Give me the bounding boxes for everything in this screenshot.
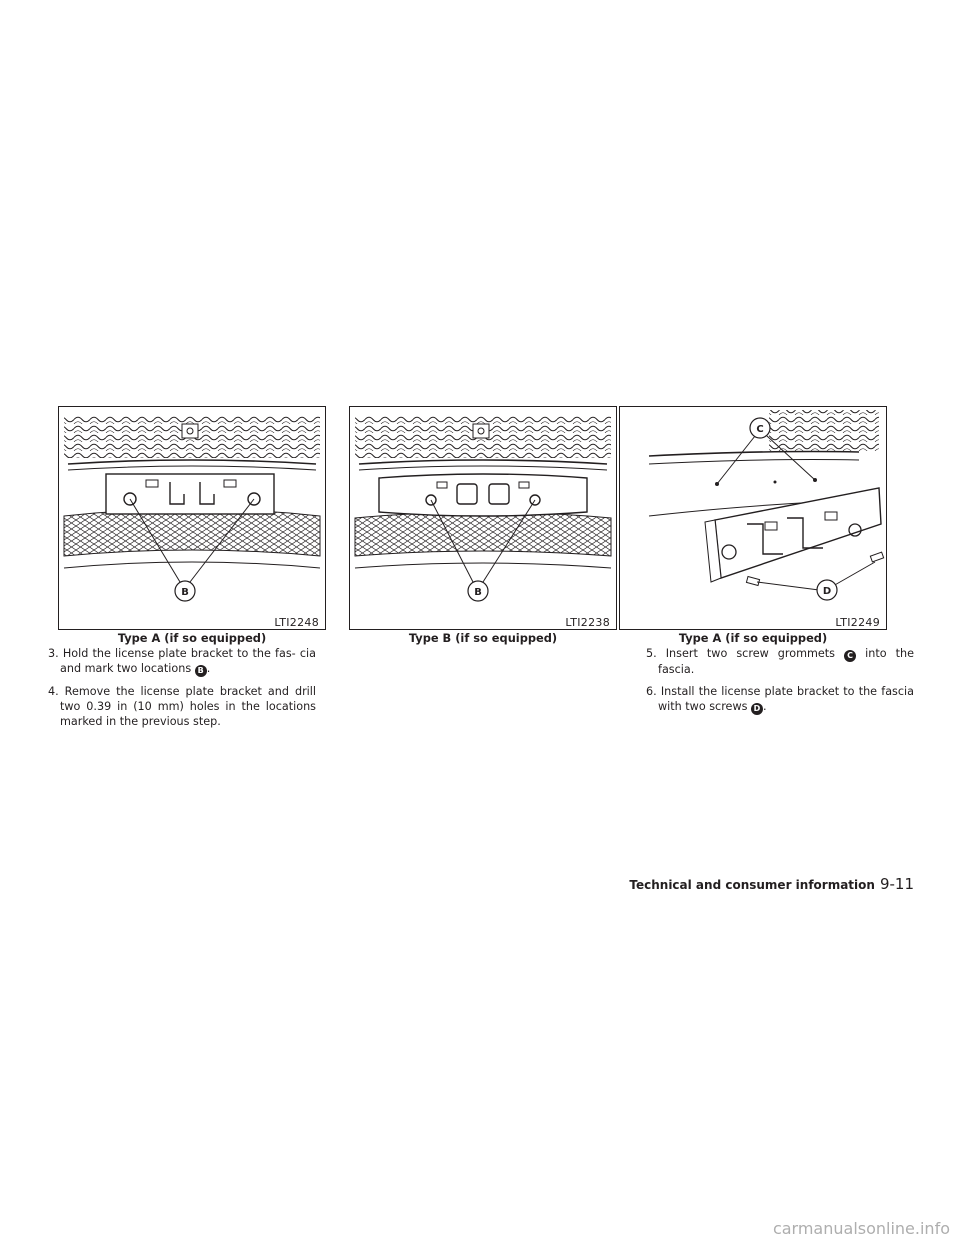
figure-caption: Type A (if so equipped) bbox=[117, 631, 267, 645]
page-footer: Technical and consumer information 9-11 bbox=[629, 876, 914, 893]
callout-c-badge: C bbox=[844, 650, 857, 662]
figure-type-a-1: B LTI2248 bbox=[58, 406, 326, 630]
illustration-type-b-bracket: B bbox=[349, 406, 617, 630]
figure-code: LTI2248 bbox=[273, 616, 320, 629]
figure-caption: Type A (if so equipped) bbox=[678, 631, 828, 645]
watermark: carmanualsonline.info bbox=[772, 1219, 950, 1238]
figure-type-a-2: C D LTI2249 bbox=[619, 406, 887, 630]
callout-d: D bbox=[823, 586, 831, 597]
step-3: 3. Hold the license plate bracket to the… bbox=[48, 647, 316, 677]
callout-b: B bbox=[181, 587, 189, 598]
callout-b: B bbox=[474, 587, 482, 598]
illustration-type-a-install: C D bbox=[619, 406, 887, 630]
figure-type-b: B LTI2238 bbox=[349, 406, 617, 630]
callout-d-badge: D bbox=[750, 703, 763, 715]
figure-code: LTI2249 bbox=[834, 616, 881, 629]
step-6: 6. Install the license plate bracket to … bbox=[646, 685, 914, 715]
step-5: 5. Insert two screw grommets C into the … bbox=[646, 647, 914, 676]
figure-code: LTI2238 bbox=[564, 616, 611, 629]
callout-c: C bbox=[756, 424, 763, 435]
figure-caption: Type B (if so equipped) bbox=[408, 631, 558, 645]
section-title: Technical and consumer information bbox=[629, 878, 875, 892]
step-4: 4. Remove the license plate bracket and … bbox=[48, 685, 316, 728]
callout-b-badge: B bbox=[194, 665, 207, 677]
page-number: 9-11 bbox=[879, 875, 914, 893]
illustration-type-a-bracket: B bbox=[58, 406, 326, 630]
